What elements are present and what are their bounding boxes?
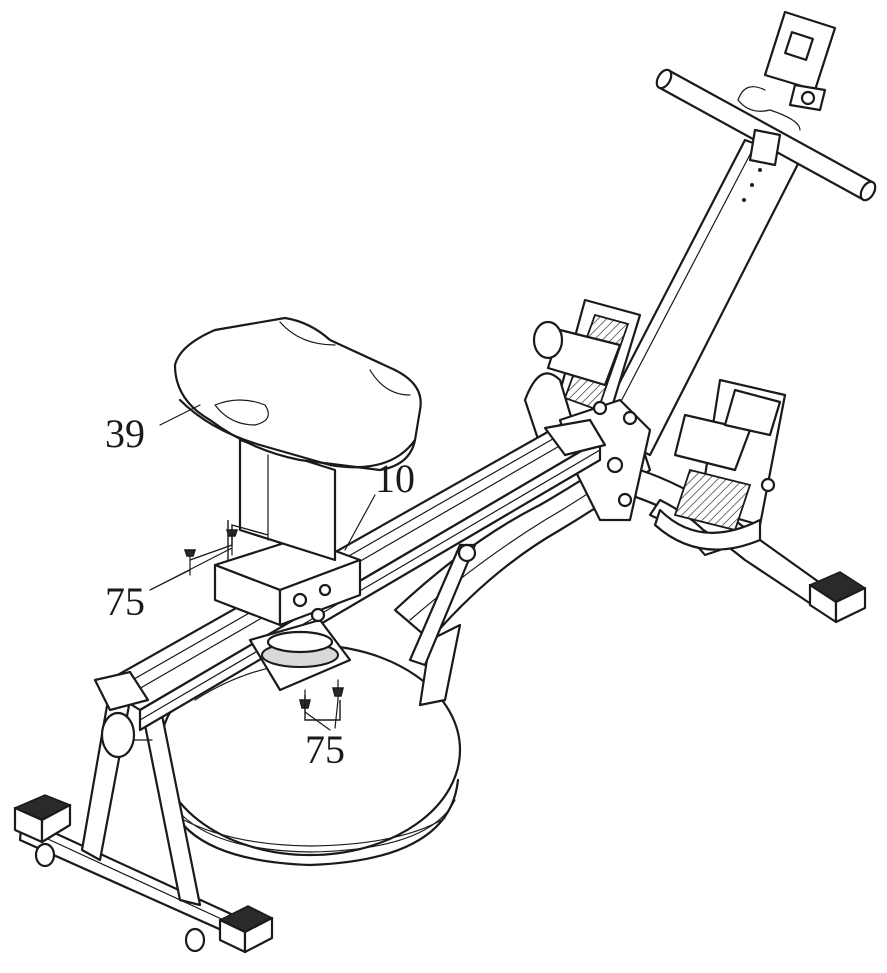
label-screws-upper: 75: [105, 579, 145, 624]
monitor-bracket: [737, 10, 837, 131]
right-foot-pedal: [653, 378, 787, 551]
screw-group-lower: [299, 679, 344, 721]
handlebar: [655, 68, 877, 202]
label-screws-lower: 75: [305, 727, 345, 772]
screw-group-upper: [183, 524, 269, 576]
label-rail: 10: [375, 456, 415, 501]
label-seat: 39: [105, 411, 145, 456]
rear-stabilizer: [13, 794, 274, 954]
seat-cushion: [173, 316, 422, 472]
support-strut: [408, 543, 477, 667]
rear-legs: [80, 698, 202, 907]
left-foot-pedal: [523, 298, 642, 447]
water-tank: [158, 643, 462, 867]
seat-carriage: [213, 536, 362, 692]
seat-post: [227, 438, 337, 562]
leader-lines: [149, 404, 376, 731]
